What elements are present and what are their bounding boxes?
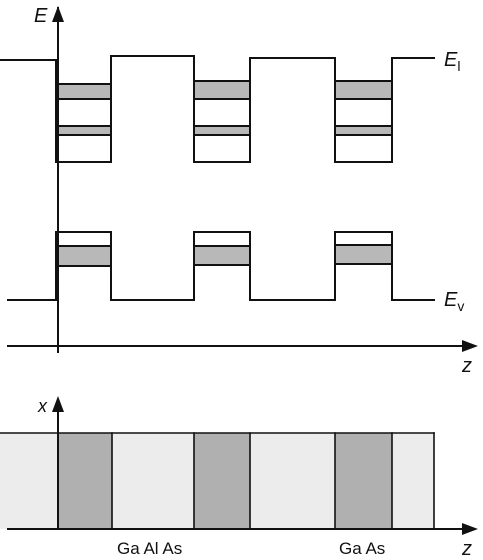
conduction-band-edge	[0, 55, 435, 163]
energy-axis-arrow	[52, 6, 64, 22]
conduction-band-label: El	[444, 49, 460, 74]
gaas-layer	[58, 433, 112, 529]
composition-axis-label: x	[37, 396, 48, 416]
gaalas-layer	[250, 433, 335, 529]
subband-fills	[59, 82, 392, 265]
valence-band-label: Ev	[444, 289, 464, 314]
composition-axis-arrow	[52, 396, 64, 412]
subband-fill	[59, 247, 111, 265]
valence-subband-lines	[55, 244, 393, 267]
gaalas-layer	[392, 433, 434, 529]
valence-band-edge	[7, 231, 435, 301]
subband-fill	[59, 127, 111, 134]
conduction-subband-lines	[55, 80, 393, 136]
subband-fill	[194, 82, 250, 98]
subband-fill	[194, 247, 250, 264]
subband-fill	[194, 127, 250, 134]
position-axis-top-label: z	[461, 355, 472, 377]
gaas-layer	[194, 433, 250, 529]
position-axis-bottom-arrow	[462, 523, 478, 535]
subband-fill	[335, 246, 392, 263]
composition-profile	[0, 432, 435, 530]
subband-fill	[335, 82, 392, 98]
gaalas-layer	[112, 433, 194, 529]
gaalas-label: Ga Al As	[117, 539, 182, 558]
position-axis-bottom-label: z	[461, 538, 472, 560]
position-axis-top-arrow	[462, 340, 478, 352]
subband-fill	[59, 85, 111, 98]
gaas-layer	[335, 433, 392, 529]
subband-fill	[335, 127, 392, 134]
gaas-label: Ga As	[339, 539, 385, 558]
gaalas-layer	[0, 433, 58, 529]
energy-axis-label: E	[34, 5, 48, 27]
